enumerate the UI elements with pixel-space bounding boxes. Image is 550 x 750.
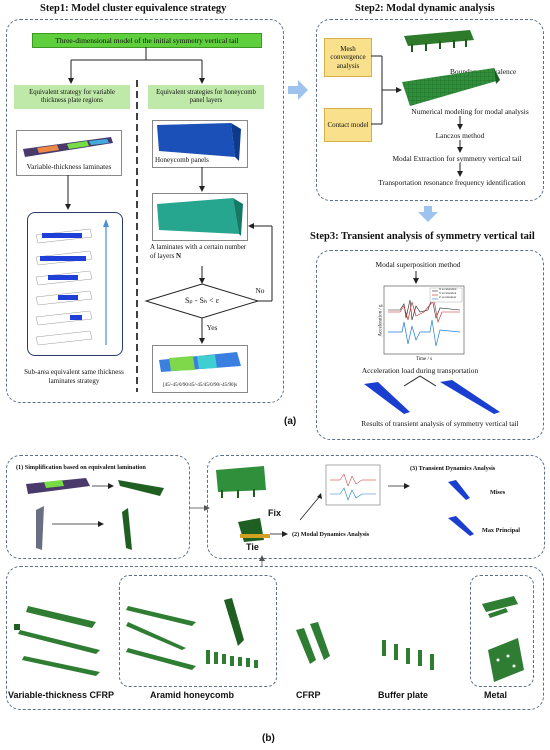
modal-extraction: Modal Extraction for symmetry vertical t… <box>392 154 522 163</box>
subarea-stack-box <box>27 212 123 356</box>
mesh-convergence-box: Mesh convergence analysis <box>324 38 372 77</box>
tie-label: Tie <box>246 542 259 552</box>
step1-frame <box>6 19 284 403</box>
legend-x: X acceleration <box>439 287 457 291</box>
material-aramid: Aramid honeycomb <box>150 690 235 700</box>
honeycomb-panel-shape <box>157 123 241 161</box>
acceleration-load: Acceleration load during transportation <box>361 366 479 375</box>
honeycomb-strategy-box: Equivalent strategies for honeycomb pane… <box>148 85 264 109</box>
step3-title: Step3: Transient analysis of symmetry ve… <box>310 231 535 242</box>
laminate-layers-shape <box>157 198 243 236</box>
layup-wing-shape <box>159 352 241 372</box>
laminates-layers-box <box>152 193 248 241</box>
laminates-layers-text: A laminates with a certain number of lay… <box>150 243 247 260</box>
layup-label: [45/-45/0/90/45/-45/45/0/90/-45/90]s <box>162 383 238 388</box>
mises-label: Mises <box>490 489 506 496</box>
laminates-n: N <box>176 252 182 260</box>
material-buffer: Buffer plate <box>378 690 429 700</box>
max-principal-label: Max Principal <box>482 527 520 534</box>
fix-label: Fix <box>268 508 282 518</box>
variable-laminate-shape <box>23 137 113 157</box>
numerical-modeling: Numerical modeling for modal analysis <box>411 107 529 116</box>
variable-laminates-image-box: Variable-thickness laminates <box>16 130 122 176</box>
honeycomb-panels-box: Honeycomb panels <box>152 120 248 168</box>
b-analysis-frame <box>207 455 545 559</box>
step3-frame <box>316 250 544 440</box>
modal-superposition: Modal superposition method <box>375 260 461 269</box>
transient-dynamics-label: (3) Transient Dynamics Analysis <box>410 465 496 472</box>
laminates-layers-label: A laminates with a certain number of lay… <box>150 243 250 261</box>
decision-condition: Sₚ - Sₕ < ε <box>184 296 220 305</box>
b-simplification-frame <box>6 455 190 559</box>
variable-laminates-label: Variable-thickness laminates <box>26 162 112 171</box>
results-transient: Results of transient analysis of symmetr… <box>361 419 519 428</box>
step2-frame <box>316 19 544 201</box>
plot-xlabel: Time / s <box>415 357 433 362</box>
material-metal: Metal <box>484 690 508 700</box>
yes-label: Yes <box>206 323 218 332</box>
aramid-frame <box>119 575 277 687</box>
b-simplification-title: (1) Simplification based on equivalent l… <box>16 464 146 471</box>
material-cfrp: CFRP <box>296 690 321 700</box>
honeycomb-panels-label: Honeycomb panels <box>155 156 209 164</box>
no-label: No <box>255 286 265 295</box>
material-variable-cfrp: Variable-thickness CFRP <box>8 690 115 700</box>
legend-z: Z acceleration <box>439 295 457 299</box>
b-materials-frame <box>6 566 544 710</box>
subarea-layers <box>35 219 109 346</box>
layup-result-box: [45/-45/0/90/45/-45/45/0/90/-45/90]s <box>152 345 248 393</box>
step1-title: Step1: Model cluster equivalence strateg… <box>40 3 227 14</box>
panel-b-label: (b) <box>262 733 275 744</box>
variable-thickness-strategy-box: Equivalent strategy for variable thickne… <box>14 85 130 109</box>
contact-model-box: Contact model <box>324 108 372 142</box>
step1-top-bar: Three-dimensional model of the initial s… <box>32 33 262 48</box>
step2-title: Step2: Modal dynamic analysis <box>355 3 495 14</box>
legend-y: Y acceleration <box>439 291 457 295</box>
modal-dynamics-label: (2) Modal Dynamics Analysis <box>292 531 370 538</box>
panel-a-label: (a) <box>284 416 297 427</box>
subarea-label: Sub-area equivalent same thickness lamin… <box>24 368 124 385</box>
metal-frame <box>470 575 534 687</box>
resonance-identification: Transportation resonance frequency ident… <box>378 178 526 187</box>
lanczos-method: Lanczos method <box>435 131 485 140</box>
